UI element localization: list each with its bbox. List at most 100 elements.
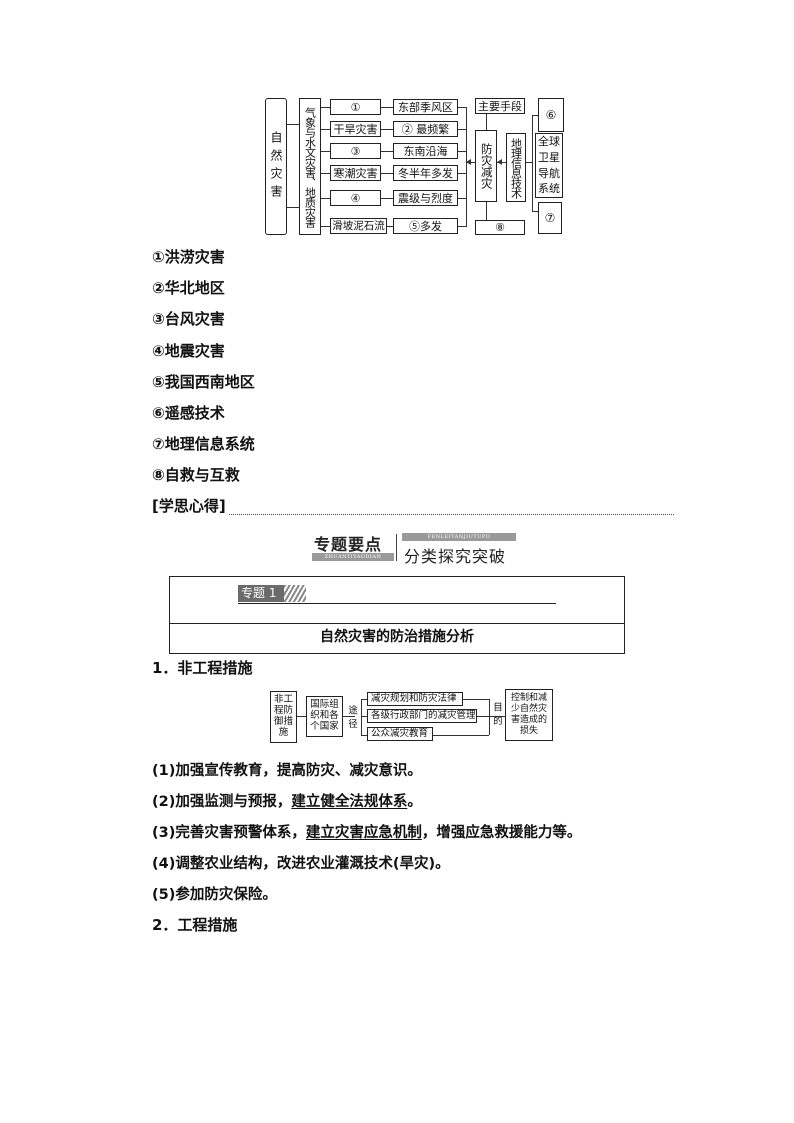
measure-item-1: (1)加强宣传教育，提高防灾、减灾意识。	[152, 759, 422, 780]
feature-box-1: 东部季风区	[393, 99, 458, 115]
measure-text: (5)参加防灾保险。	[152, 887, 277, 903]
connector	[458, 198, 466, 199]
connector	[458, 107, 466, 108]
banner-left: 专题要点 ZHUANTIYAODIAN	[312, 531, 394, 561]
type-box-5: ④	[330, 190, 381, 206]
tech-box-gnss: 全球卫星导航系统	[535, 133, 563, 198]
notes-dotted-line	[229, 514, 674, 515]
connector	[321, 226, 330, 227]
measure-text: ，增强应急救援能力等。	[421, 825, 582, 841]
answer-item: ③台风灾害	[152, 310, 225, 328]
connector	[532, 211, 538, 212]
connector	[361, 735, 367, 736]
actor-box: 国际组织和各个国家	[306, 696, 343, 737]
banner-divider	[396, 534, 397, 561]
answer-item: ①洪涝灾害	[152, 248, 225, 266]
type-box-1: ①	[330, 99, 381, 115]
measure-text: (2)加强监测与预报，	[152, 794, 292, 810]
connector	[361, 716, 367, 717]
measure-item-3: (3)完善灾害预警体系，建立灾害应急机制，增强应急救援能力等。	[152, 821, 581, 842]
way-box-2: 各级行政部门的减灾管理	[367, 709, 477, 723]
connector	[486, 114, 487, 130]
connector	[381, 151, 393, 152]
connector	[532, 115, 538, 116]
connector	[489, 716, 505, 717]
topic-underline	[238, 603, 556, 604]
main-means-box: 主要手段	[475, 98, 525, 114]
connector	[381, 173, 393, 174]
connector	[458, 173, 466, 174]
arrow-left	[467, 162, 475, 163]
connector	[458, 226, 466, 227]
connector	[458, 129, 466, 130]
type-box-3: ③	[330, 143, 381, 159]
measure-text: (4)调整农业结构，改进农业灌溉技术(旱灾)。	[152, 856, 450, 872]
way-box-1: 减灾规划和防灾法律	[367, 692, 463, 706]
answer-item: ⑦地理信息系统	[152, 435, 255, 453]
tech-box-6: ⑥	[538, 98, 564, 132]
section-heading-1: 1．非工程措施	[152, 659, 253, 677]
measure-text: 。	[407, 794, 422, 810]
topic-tag-stripes	[284, 585, 306, 602]
connector	[381, 198, 393, 199]
connector	[458, 151, 466, 152]
banner-left-pinyin: ZHUANTIYAODIAN	[312, 553, 394, 561]
banner-left-title: 专题要点	[314, 535, 383, 554]
diagram-root-box: 自然灾害	[265, 98, 287, 235]
connector	[343, 716, 355, 717]
connector	[321, 151, 330, 152]
answer-item: ④地震灾害	[152, 342, 225, 360]
type-box-6: 滑坡泥石流	[330, 218, 387, 234]
topic-separator	[169, 623, 625, 624]
answer-item: ⑥遥感技术	[152, 404, 225, 422]
connector	[321, 173, 330, 174]
type-box-4: 寒潮灾害	[330, 165, 381, 181]
answer-item: ⑤我国西南地区	[152, 373, 255, 391]
banner-right-title: 分类探究突破	[404, 547, 507, 566]
measure-item-5: (5)参加防灾保险。	[152, 883, 277, 904]
path-label: 途径	[346, 705, 357, 732]
topic-tag: 专题 1	[238, 585, 284, 602]
type-box-2: 干旱灾害	[330, 121, 381, 137]
measure-item-4: (4)调整农业结构，改进农业灌溉技术(旱灾)。	[152, 852, 450, 873]
banner-right-pinyin: FENLEITANJIUTUPO	[402, 533, 516, 541]
connector	[297, 716, 306, 717]
section-heading-2: 2．工程措施	[152, 916, 238, 934]
goal-label: 目的	[491, 702, 502, 729]
tech-box-7: ⑦	[538, 202, 562, 234]
connector	[526, 162, 532, 163]
geo-tech-box: 地理信息技术	[506, 133, 526, 202]
connector	[532, 115, 533, 211]
measure-key-text: 建立健全法规体系	[291, 794, 408, 810]
topic-box	[169, 576, 625, 654]
connector	[381, 107, 393, 108]
feature-box-2: ② 最频繁	[393, 121, 458, 137]
feature-box-4: 冬半年多发	[393, 165, 458, 181]
way-box-3: 公众减灾教育	[367, 727, 433, 741]
measure-text: (1)加强宣传教育，提高防灾、减灾意识。	[152, 763, 422, 779]
connector	[361, 699, 362, 735]
connector	[381, 129, 393, 130]
measure-key-text: 建立灾害应急机制	[305, 825, 422, 841]
connector	[387, 226, 393, 227]
answer-item: ②华北地区	[152, 279, 225, 297]
feature-box-5: 震级与烈度	[393, 190, 458, 206]
feature-box-6: ⑤多发	[393, 218, 458, 234]
goal-box: 控制和减少自然灾害造成的损失	[505, 689, 553, 741]
connector	[477, 716, 489, 717]
measure-text: (3)完善灾害预警体系，	[152, 825, 306, 841]
topic-title: 自然灾害的防治措施分析	[320, 629, 474, 645]
arrow-head-icon	[466, 159, 471, 165]
answer-item: ⑧自救与互救	[152, 466, 240, 484]
diagram-category-box: 气象与水文灾害、地质灾害	[299, 98, 321, 235]
connector	[489, 699, 490, 735]
connector	[466, 107, 467, 227]
connector	[321, 129, 330, 130]
connector	[321, 198, 330, 199]
banner-right: FENLEITANJIUTUPO 分类探究突破	[398, 531, 516, 566]
connector	[287, 124, 299, 125]
connector	[321, 107, 330, 108]
connector	[433, 735, 489, 736]
connector	[361, 699, 367, 700]
connector	[463, 699, 489, 700]
